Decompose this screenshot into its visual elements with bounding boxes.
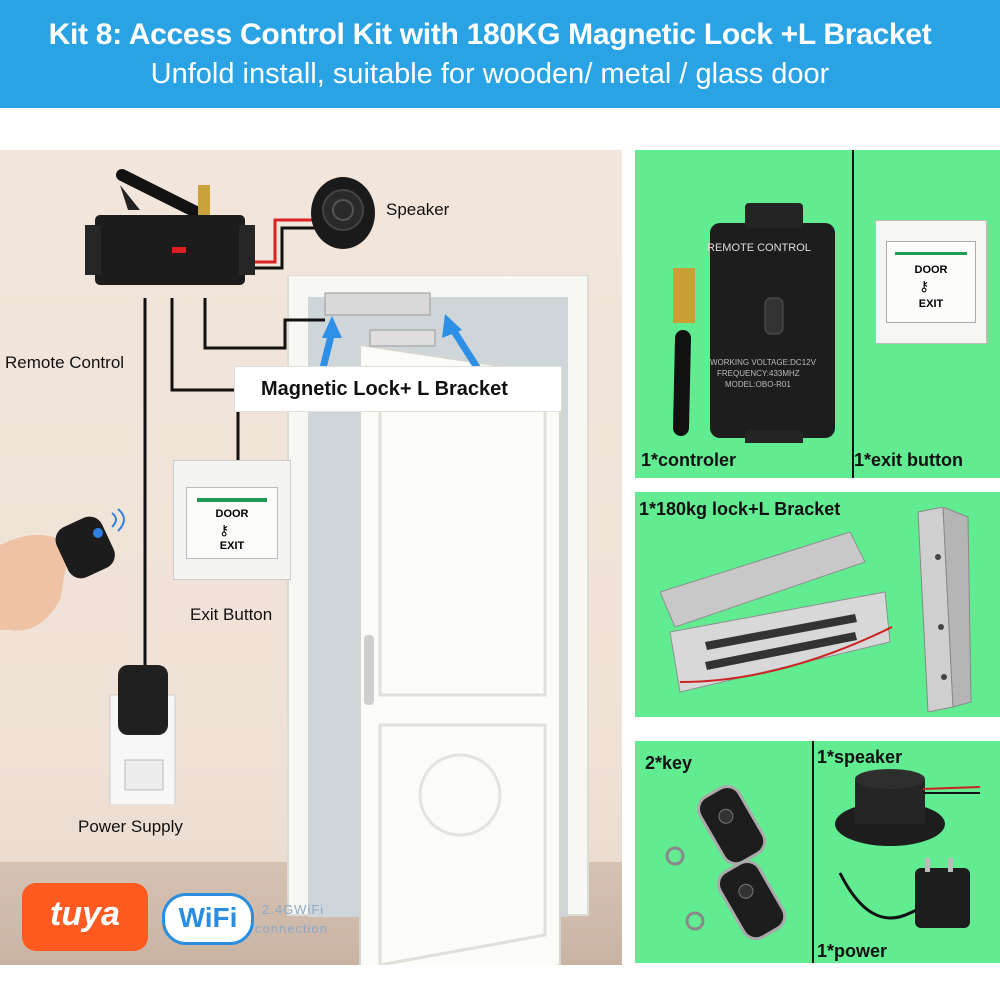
magnetic-lock-label: Magnetic Lock+ L Bracket [261,378,508,400]
exit-product-plate: DOOR ⚷ EXIT [886,241,976,323]
exit-button-label: Exit Button [190,605,273,624]
key-icon: ⚷ [219,522,230,538]
exit-button-exit-text: EXIT [219,540,245,552]
wifi-logo-text: WiFi [178,902,238,933]
power-product-label: 1*power [817,941,888,961]
exit-button-green-strip [197,498,267,502]
panel-accessories: 2*key 1*speaker 1*power [635,741,1000,963]
keys-label: 2*key [645,753,693,773]
exit-button-product-label: 1*exit button [854,450,964,470]
controller-frequency: FREQUENCY:433MHZ [717,369,800,378]
speaker-label: Speaker [386,200,450,219]
controller-model: MODEL:OBO-R01 [725,380,791,389]
header-banner: Kit 8: Access Control Kit with 180KG Mag… [0,0,1000,108]
hand-with-remote [0,508,125,631]
tuya-logo-text: tuya [50,895,120,933]
speaker-product-image [835,769,981,846]
controller-device-title: REMOTE CONTROL [707,242,811,254]
exit-button-plate: DOOR ⚷ EXIT [186,487,278,559]
magnetic-lock-on-door [324,292,436,347]
power-supply-device [109,665,176,805]
exit-product-door-text: DOOR [914,264,948,276]
installation-scene: Speaker Remote Control Magnetic Lock+ L … [0,150,622,965]
magnetic-lock-label-box: Magnetic Lock+ L Bracket [234,366,562,412]
remote-control-label: Remote Control [5,353,125,372]
power-adapter-image [838,858,970,928]
speaker-device [311,177,375,249]
speaker-product-label: 1*speaker [817,747,903,767]
panel-divider [852,150,854,478]
controller-device [85,169,255,285]
panel-controller-exit: REMOTE CONTROL WORKING VOLTAGE:DC12V FRE… [635,150,1000,478]
lock-panel-label: 1*180kg lock+L Bracket [639,499,841,519]
magnetic-lock-product-image [660,532,893,693]
l-bracket-product-image [917,507,972,712]
controller-voltage: WORKING VOLTAGE:DC12V [710,358,816,367]
wifi-caption-1: 2.4GWiFi [262,902,325,917]
exit-button-product-image: DOOR ⚷ EXIT [875,220,987,344]
exit-product-exit-text: EXIT [918,298,944,310]
key-fobs-image [665,784,787,941]
controller-label: 1*controler [641,450,737,470]
exit-button-scene: DOOR ⚷ EXIT [173,460,291,580]
exit-button-door-text: DOOR [215,508,249,520]
tuya-logo: tuya [22,883,148,951]
page-title: Kit 8: Access Control Kit with 180KG Mag… [48,18,932,51]
wifi-caption-2: connection [255,921,328,936]
exit-product-key-icon: ⚷ [919,278,930,294]
exit-product-green-strip [895,252,967,255]
page-subtitle: Unfold install, suitable for wooden/ met… [150,58,830,90]
accessories-divider [812,741,814,963]
controller-product-image [673,203,835,443]
panel-lock-bracket: 1*180kg lock+L Bracket [635,492,1000,717]
wifi-logo: WiFi [162,893,254,945]
power-supply-label: Power Supply [78,817,183,836]
